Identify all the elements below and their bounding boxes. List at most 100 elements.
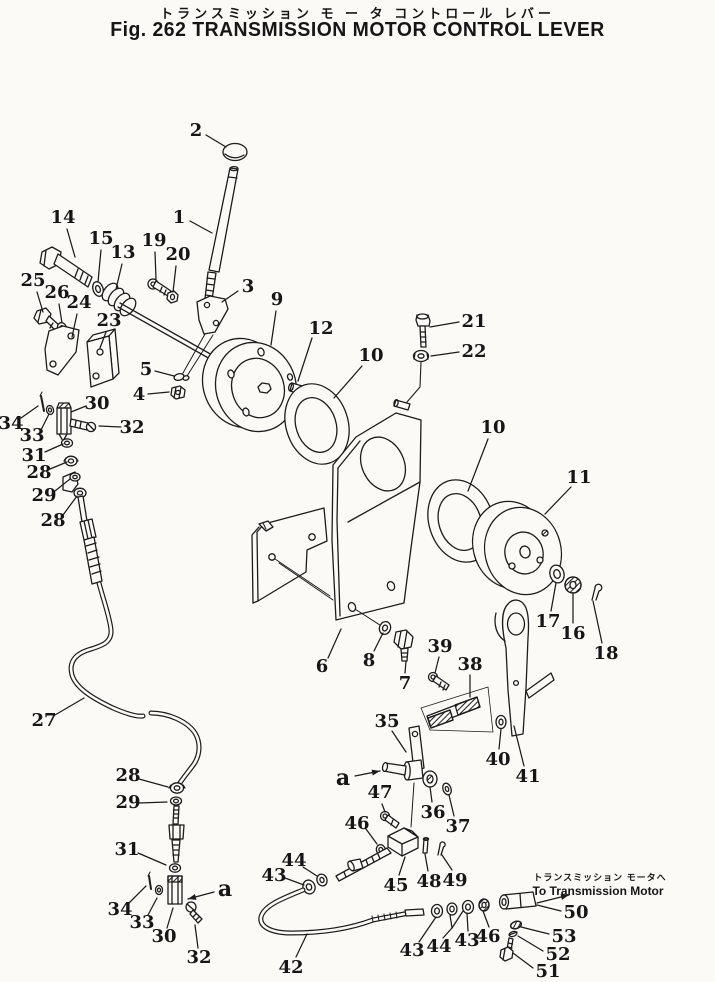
leader-line [404,660,407,674]
callout-8: 8 [362,650,376,671]
leader-line [99,331,107,349]
leader-line [467,438,489,492]
leader-lines [20,134,603,969]
to-motor-label-english: To Transmission Motor [532,884,664,898]
leader-line [54,697,85,716]
bolt-part14 [39,246,93,288]
callout-34: 34 [0,413,24,434]
callout-28: 28 [26,462,52,483]
rod-end-part50 [498,891,537,910]
washer-part17 [549,564,565,584]
callout-36: 36 [420,802,446,823]
callout-a: a [335,765,351,791]
callout-28: 28 [115,765,141,786]
mount-bar-part38 [420,686,494,733]
callout-4: 4 [132,384,146,405]
cotter-pin-part18 [591,583,603,601]
leader-line [448,794,455,817]
leader-line [513,725,525,767]
leader-line [418,916,437,943]
leader-line [172,265,177,293]
bolt-part21 [415,313,431,348]
clip-part5 [173,372,190,382]
clevis-lower [167,875,183,905]
leader-line [154,251,157,280]
callout-49: 49 [442,870,468,891]
washer-part33-upper [45,404,55,416]
leader-line [58,303,63,324]
leader-line [97,249,102,283]
to-motor-label-japanese: トランスミッション モータへ [533,872,667,883]
leader-line [544,486,572,515]
leader-line [147,391,170,395]
nut-part20 [166,290,179,304]
callout-48: 48 [416,871,442,892]
bracket-plate [251,507,334,604]
bracket-part3 [182,295,229,377]
washer-part28-upper [63,455,79,467]
leader-line [44,443,64,453]
callout-10: 10 [480,417,506,438]
callout-17: 17 [535,611,561,632]
callout-53: 53 [551,926,577,947]
leader-line [70,405,87,413]
leader-line [520,926,550,935]
leader-line [327,628,342,659]
leader-line [138,778,169,788]
block-part45 [387,827,419,857]
leader-line [36,291,44,313]
callout-40: 40 [485,749,511,770]
leader-line [482,910,490,928]
rod-lower [168,805,185,863]
leader-line [54,478,71,492]
leader-line [66,228,76,258]
leader-line [333,365,363,399]
callout-31: 31 [21,445,47,466]
callout-2: 2 [189,120,203,141]
callout-11: 11 [566,467,592,488]
callout-a: a [217,876,233,902]
leader-line [592,600,603,644]
clip-part52 [508,930,518,938]
ring-part10-left [284,383,350,465]
callout-32: 32 [186,947,212,968]
callout-43: 43 [454,930,480,951]
leader-line [430,351,460,357]
leader-line [442,927,453,939]
callout-33: 33 [129,912,155,933]
arrowhead [560,894,569,900]
bolt-part32-upper [69,418,97,433]
washer-part29-lower [169,796,183,806]
callout-19: 19 [141,230,167,251]
leader-line [536,904,562,912]
leader-line [138,801,168,804]
plate-pin [393,398,411,411]
leader-line [466,912,469,932]
leader-line [434,656,440,674]
leader-line [498,728,502,750]
pin-part48 [422,836,430,854]
callout-24: 24 [66,292,92,313]
leader-line [398,856,406,876]
plate-part6 [331,412,422,628]
callout-3: 3 [241,276,255,297]
cable-part27 [68,580,202,789]
washer-part31-upper [60,438,74,448]
callout-30: 30 [84,393,110,414]
leader-line [429,321,460,328]
callout-22: 22 [461,341,487,362]
bolt-part51 [499,937,514,962]
rod-part42-upper [335,847,392,882]
leader-line [137,852,167,866]
bolt-part39 [427,671,450,691]
leader-line [365,828,378,845]
washer-part44-upper [316,873,328,887]
leader-line [381,803,386,813]
plate-part23 [86,328,120,388]
leader-line [512,952,534,969]
callout-35: 35 [374,711,400,732]
lever-part35 [381,725,425,828]
callout-34: 34 [107,899,133,920]
leader-line [221,290,239,303]
